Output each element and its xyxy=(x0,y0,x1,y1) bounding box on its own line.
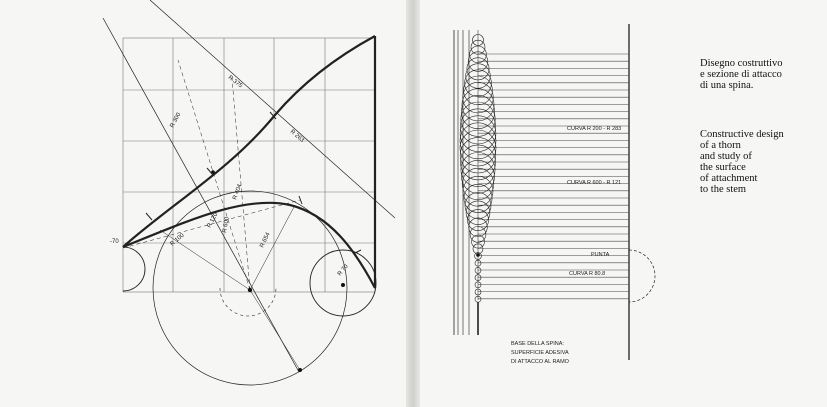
left-page xyxy=(0,0,410,407)
thorn-outline xyxy=(122,35,376,248)
book-gutter xyxy=(406,0,420,407)
thorn-outline xyxy=(122,201,376,289)
right-page xyxy=(416,0,827,407)
caption-english: Constructive design of a thorn and study… xyxy=(700,129,784,195)
dimension-label: R 654 xyxy=(259,231,271,249)
curve-label: CURVA R 600 - R 121 xyxy=(567,180,621,186)
dimension-label: R 404 xyxy=(232,183,243,201)
curve-label: CURVA R 80.8 xyxy=(569,271,605,277)
left-construction-drawing xyxy=(102,0,396,386)
dimension-label: R 300 xyxy=(169,111,182,129)
base-arc xyxy=(122,246,146,292)
tip-label: PUNTA xyxy=(591,252,610,258)
grid xyxy=(122,37,376,293)
diagonal-line xyxy=(149,0,396,219)
diagonal-line xyxy=(102,17,300,373)
dimension-label: R 375 xyxy=(227,75,244,90)
base-note-line: BASE DELLA SPINA: xyxy=(511,341,564,347)
right-construction-drawing xyxy=(453,24,656,360)
construction-circle xyxy=(152,190,348,386)
right-dimension-labels: CURVA R 200 - R 283 CURVA R 600 - R 121 … xyxy=(511,126,621,365)
section-lines xyxy=(478,53,629,300)
dimension-label: R 70 xyxy=(337,263,350,277)
curve-label: CURVA R 200 - R 283 xyxy=(567,126,621,132)
caption-italian: Disegno costruttivo e sezione di attacco… xyxy=(700,58,783,91)
dimension-label: -70 xyxy=(110,239,119,245)
base-note-line: SUPERFICIE ADESIVA xyxy=(511,350,569,356)
dashed-arc xyxy=(628,249,656,303)
base-note-line: DI ATTACCO AL RAMO xyxy=(511,359,570,365)
dimension-label: R 600 xyxy=(222,216,231,233)
